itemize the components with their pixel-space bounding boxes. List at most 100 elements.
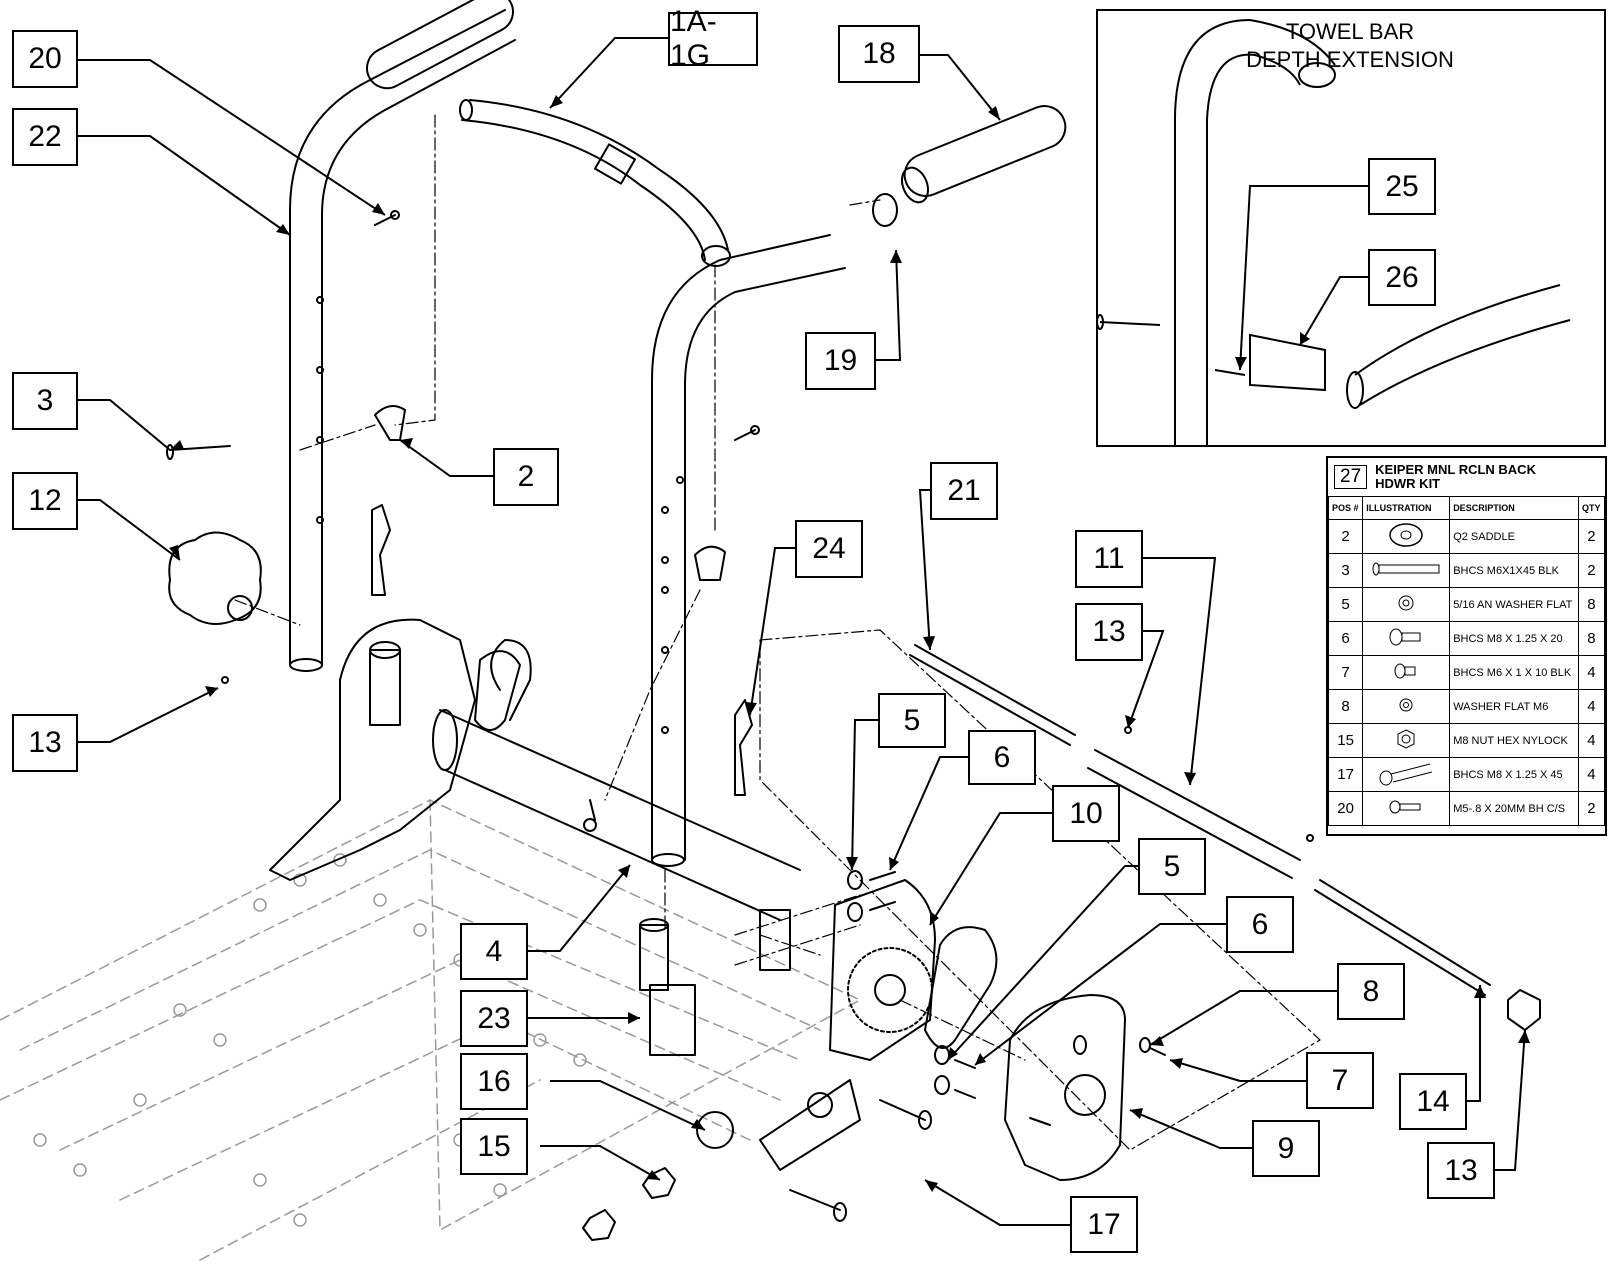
callout-14: 14: [1399, 1073, 1467, 1130]
row-qty: 2: [1577, 519, 1606, 554]
callout-3: 3: [12, 372, 78, 430]
inset-title: TOWEL BAR DEPTH EXTENSION: [1100, 18, 1600, 74]
bolt-45-icon: [1362, 757, 1451, 792]
callout-17: 17: [1070, 1196, 1138, 1253]
row-qty: 4: [1577, 757, 1606, 792]
mount-bracket: [639, 909, 791, 1056]
callout-12: 12: [12, 472, 78, 530]
small-pin-13: [221, 676, 229, 684]
row-pos: 17: [1327, 757, 1364, 792]
row-pos: 15: [1327, 723, 1364, 758]
assembly-lines: [234, 114, 1321, 1151]
callout-5-b: 5: [1138, 838, 1206, 895]
callout-23: 23: [460, 990, 528, 1047]
callout-6: 6: [968, 730, 1036, 785]
callout-13-b: 13: [1075, 603, 1143, 661]
callout-25: 25: [1368, 158, 1436, 215]
washers-5-6: [847, 870, 1166, 1126]
hardware-kit-table: 27 KEIPER MNL RCLN BACK HDWR KIT POS # I…: [1326, 456, 1607, 836]
grip-plug: [872, 193, 898, 227]
inset-title-line1: TOWEL BAR: [1285, 19, 1415, 44]
row-desc: M5-.8 X 20MM BH C/S: [1449, 791, 1579, 826]
saddle-2: [374, 405, 406, 441]
long-bolt-icon: [1362, 553, 1451, 588]
column-header-illustration: ILLUSTRATION: [1362, 496, 1451, 520]
left-recliner-bracket: [269, 618, 476, 881]
lever-left: [371, 504, 391, 596]
callout-2: 2: [493, 448, 559, 506]
knob: [168, 531, 262, 625]
handle-grip: [900, 105, 1067, 204]
right-back-cane: [651, 234, 846, 867]
callout-1a-1g: 1A-1G: [668, 5, 758, 72]
row-pos: 6: [1327, 621, 1364, 656]
bolt-left-lower: [583, 799, 597, 832]
end-cap-13: [1507, 989, 1541, 1031]
callout-11: 11: [1075, 530, 1143, 588]
callout-5: 5: [878, 693, 946, 748]
row-pos: 5: [1327, 587, 1364, 622]
row-pos: 2: [1327, 519, 1364, 554]
lever-24: [734, 699, 753, 796]
table-row: 2 Q2 SADDLE 2: [1327, 519, 1606, 554]
spacer-16: [696, 1111, 734, 1149]
left-back-cane: [289, 0, 516, 672]
short-bolt-icon: [1362, 621, 1451, 656]
table-row: 17 BHCS M8 X 1.25 X 45 4: [1327, 757, 1606, 792]
callout-19: 19: [805, 332, 876, 390]
table-row: 6 BHCS M8 X 1.25 X 20 8: [1327, 621, 1606, 656]
arrowheads: [169, 95, 1530, 1192]
screw-icon: [1362, 791, 1451, 826]
callout-21: 21: [930, 462, 998, 520]
saddle-right: [694, 545, 726, 581]
kit-title-line2: HDWR KIT: [1375, 476, 1441, 491]
back-cane-1a: [459, 99, 731, 267]
callout-10: 10: [1052, 785, 1120, 842]
row-pos: 20: [1327, 791, 1364, 826]
tube-11: [1087, 749, 1301, 879]
callout-20: 20: [12, 30, 78, 88]
kit-title: KEIPER MNL RCLN BACK HDWR KIT: [1375, 463, 1536, 491]
callout-9: 9: [1252, 1120, 1320, 1177]
row-pos: 7: [1327, 655, 1364, 690]
inset-title-line2: DEPTH EXTENSION: [1246, 47, 1454, 72]
seat-frame-outline: [0, 799, 861, 1261]
row-qty: 2: [1577, 553, 1606, 588]
screws-20: [374, 210, 760, 441]
callout-18: 18: [838, 25, 920, 83]
saddle-icon: [1362, 519, 1451, 554]
towel-bar-inset: [1096, 9, 1606, 447]
recliner-plate: [759, 879, 936, 1171]
row-qty: 2: [1577, 791, 1606, 826]
callout-16: 16: [460, 1053, 528, 1110]
bolt-lower: [789, 1189, 847, 1222]
callout-26: 26: [1368, 249, 1436, 306]
row-qty: 8: [1577, 621, 1606, 656]
kit-number: 27: [1334, 465, 1368, 489]
rod-14: [1314, 879, 1491, 996]
leaders: [78, 37, 1526, 1226]
row-desc: 5/16 AN WASHER FLAT: [1449, 587, 1579, 622]
callout-4: 4: [460, 923, 528, 980]
row-desc: M8 NUT HEX NYLOCK: [1449, 723, 1579, 758]
column-header-pos: POS #: [1327, 496, 1364, 520]
row-qty: 4: [1577, 723, 1606, 758]
row-desc: BHCS M6X1X45 BLK: [1449, 553, 1579, 588]
callout-13-c: 13: [1427, 1142, 1495, 1199]
release-loop-left: [490, 639, 532, 721]
table-row: 5 5/16 AN WASHER FLAT 8: [1327, 587, 1606, 622]
table-row: 8 WASHER FLAT M6 4: [1327, 689, 1606, 724]
small-bolt-icon: [1362, 655, 1451, 690]
row-desc: BHCS M8 X 1.25 X 20: [1449, 621, 1579, 656]
row-pos: 3: [1327, 553, 1364, 588]
kit-title-line1: KEIPER MNL RCLN BACK: [1375, 462, 1536, 477]
table-row: 15 M8 NUT HEX NYLOCK 4: [1327, 723, 1606, 758]
row-qty: 8: [1577, 587, 1606, 622]
column-header-description: DESCRIPTION: [1449, 496, 1579, 520]
row-desc: WASHER FLAT M6: [1449, 689, 1579, 724]
kit-parts-table: POS # ILLUSTRATION DESCRIPTION QTY 2 Q2 …: [1327, 496, 1606, 826]
row-qty: 4: [1577, 689, 1606, 724]
column-header-qty: QTY: [1577, 496, 1606, 520]
row-pos: 8: [1327, 689, 1364, 724]
